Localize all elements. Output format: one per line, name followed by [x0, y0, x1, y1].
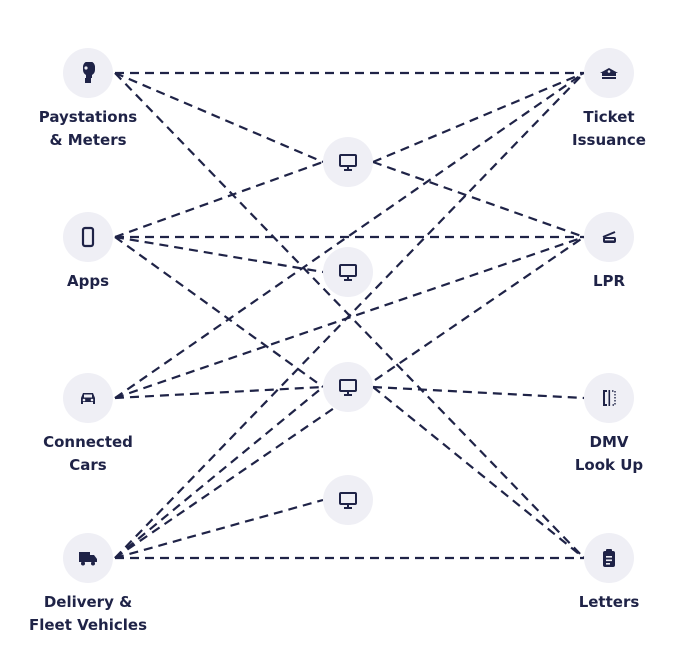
node-m2 — [323, 247, 373, 297]
id-lookup-icon — [603, 390, 616, 406]
smartphone-icon — [81, 226, 95, 248]
scanner-icon — [602, 231, 616, 243]
node-apps — [63, 212, 113, 262]
edge-m3-letters — [372, 386, 585, 559]
edge-delivery-m4 — [114, 498, 324, 560]
edge-cars-lpr — [114, 235, 585, 400]
edge-apps-m2 — [114, 235, 324, 274]
node-m3 — [323, 362, 373, 412]
edge-cars-m3 — [114, 385, 324, 400]
node-letters — [584, 533, 634, 583]
edge-m1-ticket — [372, 71, 585, 164]
edge-m3-dmv — [372, 385, 585, 400]
node-m4 — [323, 475, 373, 525]
edge-m1-lpr — [372, 160, 585, 239]
node-ticket — [584, 48, 634, 98]
node-delivery — [63, 533, 113, 583]
edge-delivery-lpr — [114, 236, 585, 559]
node-label-dmv: DMV Look Up — [574, 433, 644, 474]
node-label-letters: Letters — [578, 593, 640, 611]
node-label-delivery: Delivery & Fleet Vehicles — [28, 593, 148, 634]
edge-apps-m3 — [114, 236, 324, 388]
node-m1 — [323, 137, 373, 187]
node-label-cars: Connected Cars — [43, 433, 133, 474]
monitor-icon — [339, 492, 357, 509]
node-label-ticket: Ticket Issuance — [572, 108, 646, 149]
node-lpr — [584, 212, 634, 262]
edge-apps-m1 — [114, 160, 324, 239]
edge-delivery-ticket — [114, 72, 585, 559]
node-paystations — [63, 48, 113, 98]
node-label-paystations: Paystations & Meters — [38, 108, 138, 149]
monitor-icon — [339, 154, 357, 171]
node-label-lpr: LPR — [592, 272, 626, 290]
node-cars — [63, 373, 113, 423]
edge-paystations-m1 — [114, 71, 324, 164]
monitor-icon — [339, 379, 357, 396]
car-icon — [81, 393, 95, 404]
monitor-icon — [339, 264, 357, 281]
node-dmv — [584, 373, 634, 423]
node-label-apps: Apps — [66, 272, 109, 290]
truck-icon — [79, 552, 97, 566]
clipboard-icon — [603, 549, 615, 567]
officer-cap-icon — [600, 68, 618, 79]
edge-cars-ticket — [114, 72, 585, 399]
parking-meter-icon — [83, 62, 95, 83]
